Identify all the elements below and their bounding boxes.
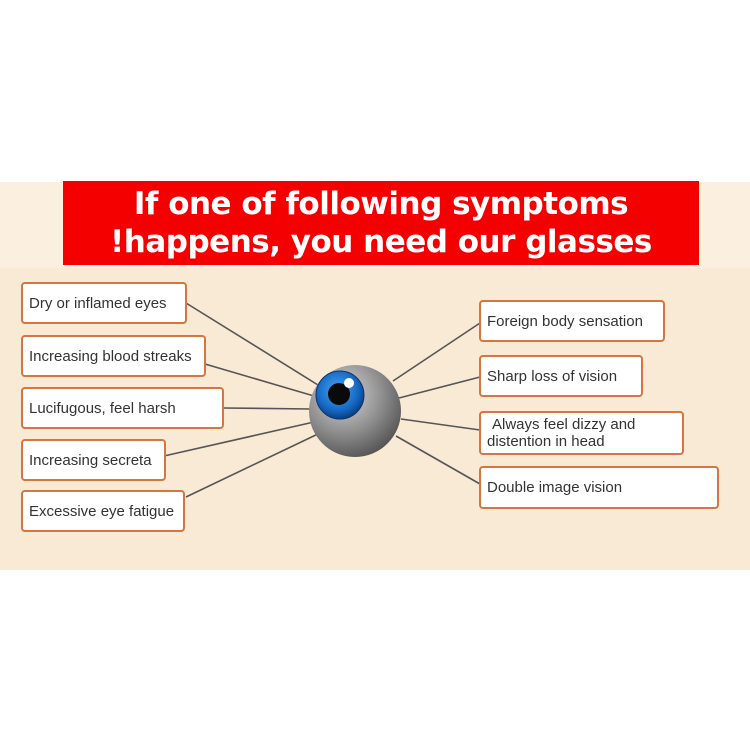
symptom-label: Sharp loss of vision xyxy=(487,367,618,385)
symptom-box-left: Excessive eye fatigue xyxy=(21,490,185,532)
symptom-label: Double image vision xyxy=(487,479,623,496)
symptom-box-left: Increasing blood streaks xyxy=(21,335,206,377)
connector-dizzy xyxy=(400,418,481,431)
symptom-box-left: Lucifugous, feel harsh xyxy=(21,387,224,429)
connector-blood-streaks xyxy=(204,363,315,397)
symptom-box-right: Always feel dizzy and distention in head xyxy=(479,411,684,455)
symptom-box-left: Dry or inflamed eyes xyxy=(21,282,187,324)
symptom-label: Excessive eye fatigue xyxy=(29,502,175,520)
symptom-box-right: Sharp loss of vision xyxy=(479,355,643,397)
connector-secreta xyxy=(163,421,315,457)
symptom-label-line-2: distention in head xyxy=(487,433,605,450)
connector-vision-loss xyxy=(398,376,481,399)
symptom-box-left: Increasing secreta xyxy=(21,439,166,481)
symptom-label: Increasing secreta xyxy=(29,451,152,469)
symptom-label-line-1: Always feel dizzy and xyxy=(492,416,636,433)
symptom-label: Lucifugous, feel harsh xyxy=(29,399,176,417)
connector-double-image xyxy=(395,435,481,485)
symptom-box-right: Foreign body sensation xyxy=(479,300,665,342)
connector-foreign-body xyxy=(392,322,481,382)
connector-lucifugous xyxy=(223,407,312,410)
pupil xyxy=(328,383,350,405)
symptom-label: Foreign body sensation xyxy=(487,312,643,330)
symptom-label: Increasing blood streaks xyxy=(29,347,192,365)
headline-line-1: If one of following symptoms xyxy=(133,186,629,222)
symptom-label: Dry or inflamed eyes xyxy=(29,294,167,312)
eye-highlight xyxy=(344,378,354,388)
headline-banner: If one of following symptoms !happens, y… xyxy=(63,181,699,265)
connector-fatigue xyxy=(185,432,321,498)
symptom-box-right: Double image vision xyxy=(479,466,719,509)
connector-dry-eyes xyxy=(185,302,319,386)
headline-line-2: !happens, you need our glasses xyxy=(110,224,652,260)
